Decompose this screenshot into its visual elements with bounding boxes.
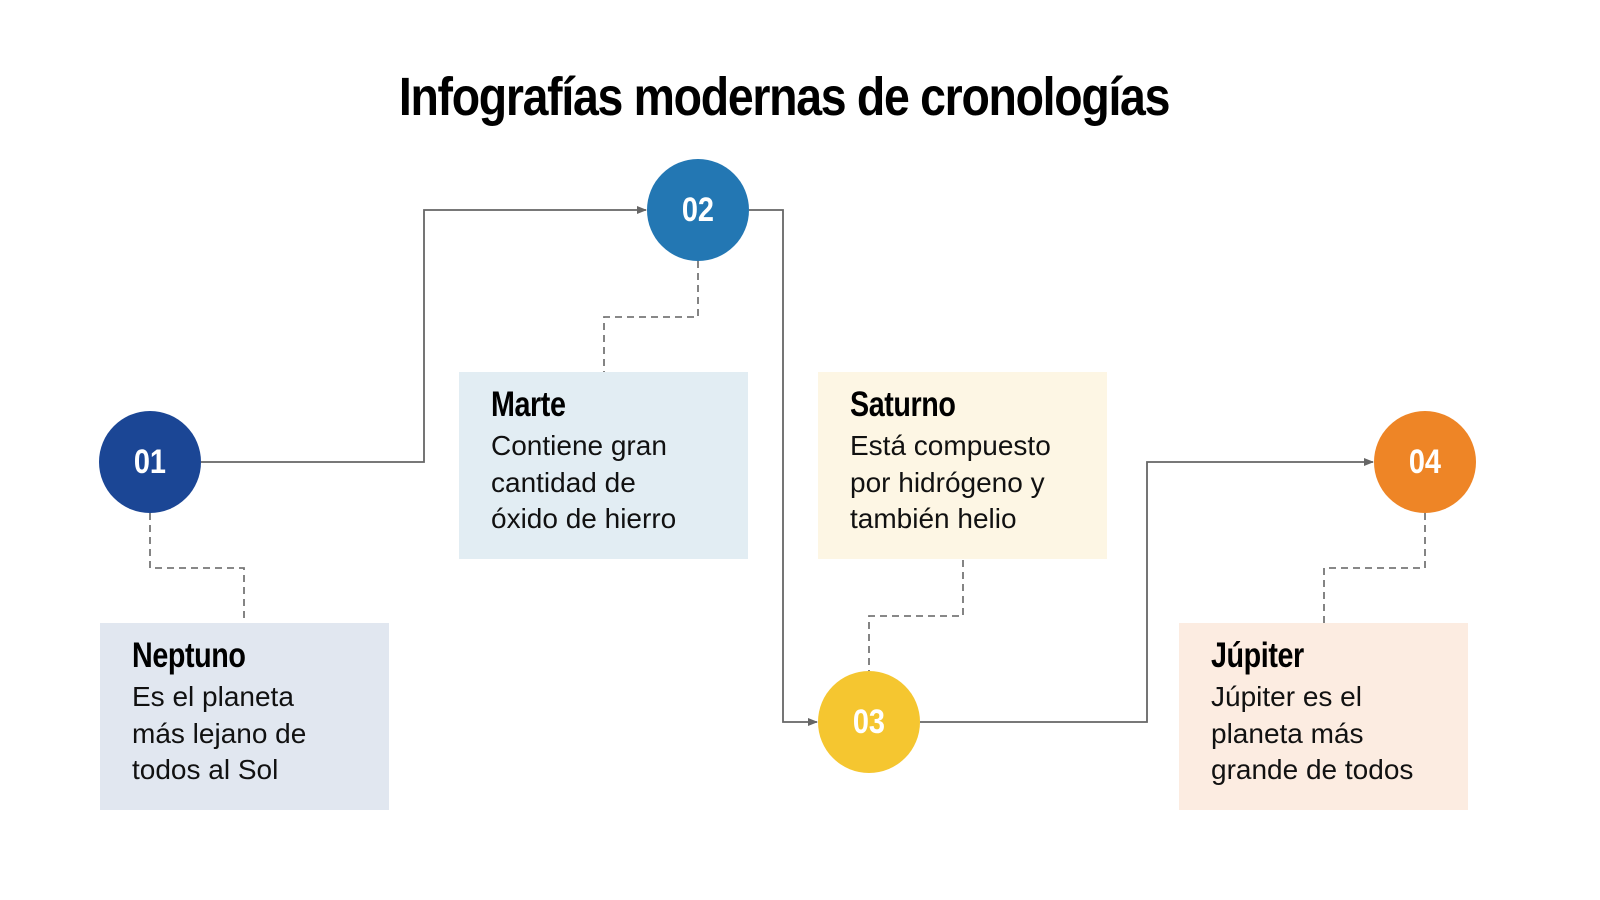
description-line: óxido de hierro: [491, 503, 677, 534]
step-01-number: 01: [133, 442, 167, 481]
description-line: cantidad de: [491, 466, 636, 498]
leader-04: [1323, 513, 1426, 623]
step-03-description: Está compuesto por hidrógeno y también h…: [850, 428, 1107, 538]
step-02-card: Marte Contiene gran cantidad de óxido de…: [459, 372, 748, 559]
step-01-card: Neptuno Es el planeta más lejano de todo…: [100, 623, 389, 810]
description-line: más lejano de: [132, 717, 307, 749]
step-04-card: Júpiter Júpiter es el planeta más grande…: [1179, 623, 1468, 810]
description-line: por hidrógeno y: [850, 466, 1045, 498]
leader-01: [149, 513, 245, 623]
connector-01-02: [201, 206, 647, 463]
step-04-description: Júpiter es el planeta más grande de todo…: [1211, 679, 1468, 789]
description-line: planeta más: [1211, 717, 1364, 749]
step-04-number: 04: [1408, 442, 1442, 481]
connector-02-03: [749, 209, 818, 726]
leader-03: [868, 560, 964, 671]
description-line: Júpiter es el: [1211, 681, 1362, 712]
description-line: grande de todos: [1211, 754, 1414, 785]
step-01-marker: 01: [99, 411, 201, 513]
leader-02: [603, 261, 699, 372]
step-02-description: Contiene gran cantidad de óxido de hierr…: [491, 428, 748, 538]
step-03-heading: Saturno: [850, 385, 956, 424]
description-line: Está compuesto: [850, 430, 1051, 461]
page-title: Infografías modernas de cronologías: [398, 67, 1171, 127]
description-line: también helio: [850, 503, 1017, 534]
step-02-marker: 02: [647, 159, 749, 261]
step-03-marker: 03: [818, 671, 920, 773]
connector-03-04: [920, 458, 1374, 723]
step-02-heading: Marte: [491, 385, 566, 424]
step-03-number: 03: [852, 702, 886, 741]
description-line: todos al Sol: [132, 754, 279, 785]
step-01-heading: Neptuno: [132, 636, 246, 675]
description-line: Es el planeta: [132, 681, 294, 712]
step-02-number: 02: [681, 190, 715, 229]
step-04-marker: 04: [1374, 411, 1476, 513]
step-03-card: Saturno Está compuesto por hidrógeno y t…: [818, 372, 1107, 559]
step-01-description: Es el planeta más lejano de todos al Sol: [132, 679, 389, 789]
step-04-heading: Júpiter: [1211, 636, 1304, 675]
description-line: Contiene gran: [491, 430, 667, 461]
